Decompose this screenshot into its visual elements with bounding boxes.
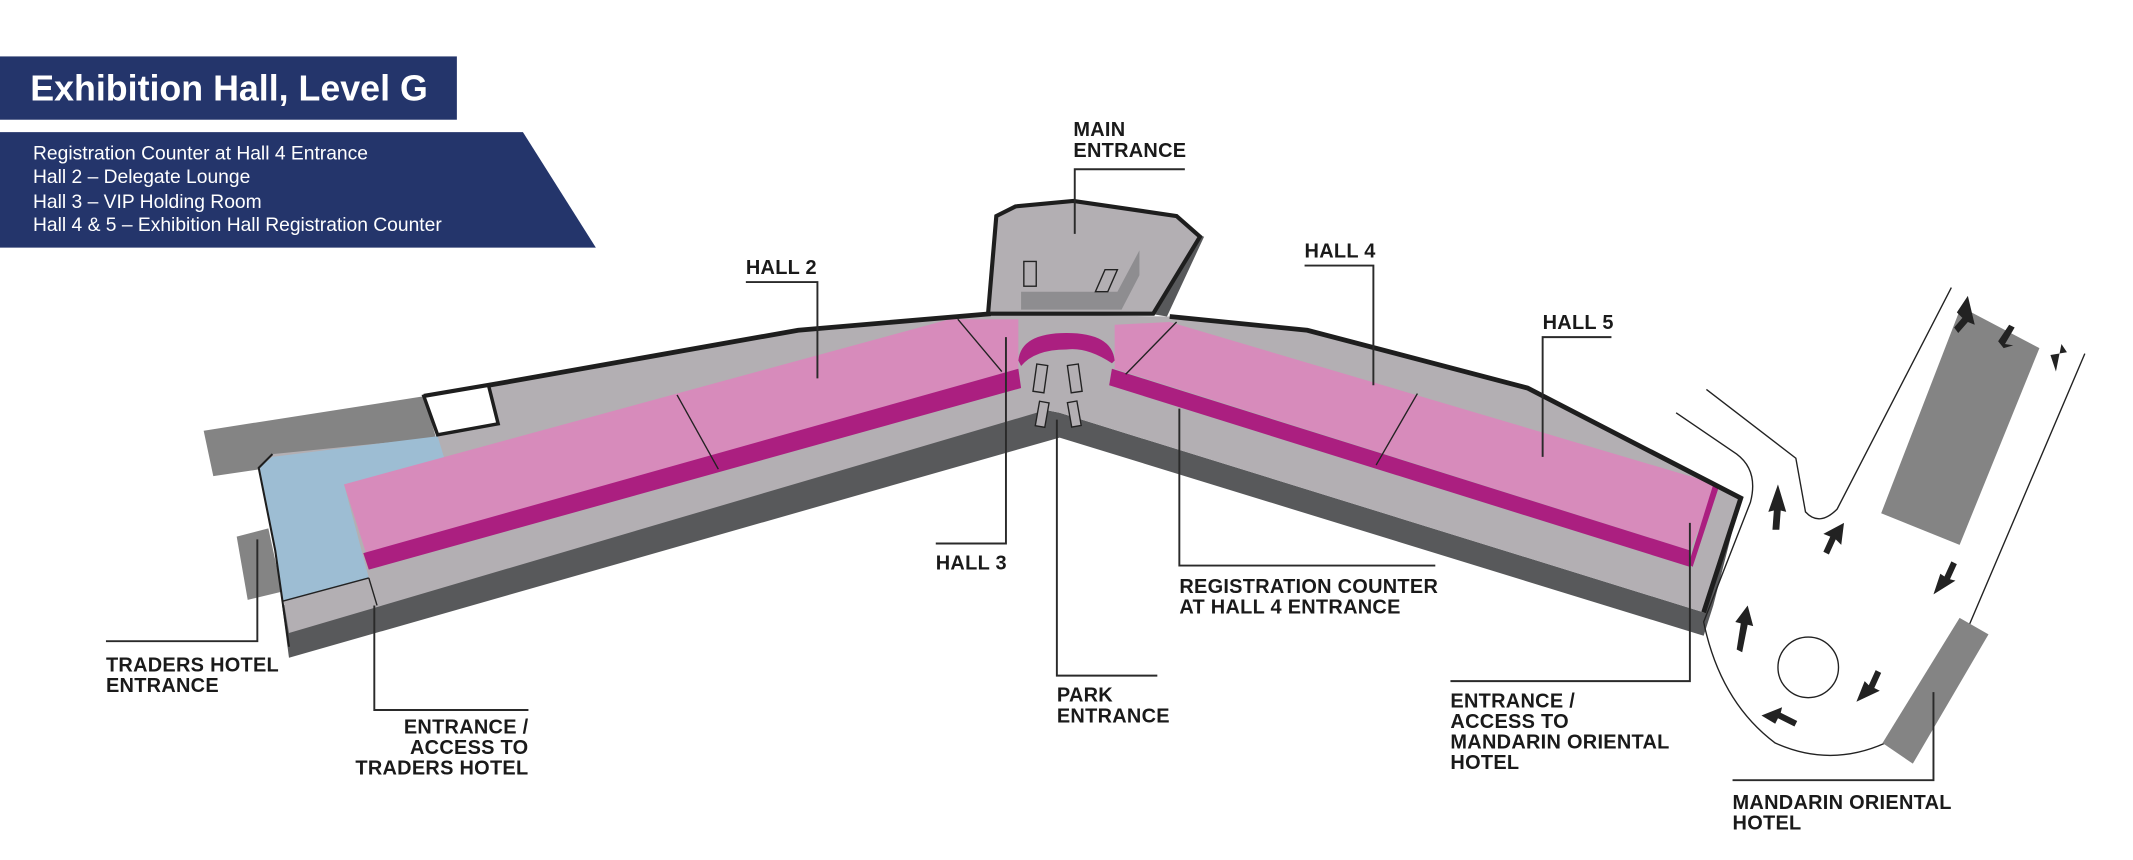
legend-item: Registration Counter at Hall 4 Entrance (33, 144, 368, 165)
arrow-icon (1823, 522, 1845, 555)
label-traders-entrance: TRADERS HOTEL (106, 654, 279, 676)
leader-line (745, 281, 819, 379)
door (1034, 400, 1050, 429)
traffic-arrows (1735, 295, 2067, 727)
leader-line (105, 539, 259, 643)
title-banner: Exhibition Hall, Level G (0, 56, 457, 120)
leader-line (373, 605, 529, 711)
traders-hotel-annex (236, 528, 283, 600)
hall-4-5-area (1114, 321, 1718, 551)
driveway (1675, 287, 2086, 764)
legend-item: Hall 4 & 5 – Exhibition Hall Registratio… (33, 215, 442, 236)
label-hall-4: HALL 4 (1305, 240, 1376, 262)
door (1094, 269, 1119, 293)
label-traders-entrance: ENTRANCE (106, 675, 219, 697)
service-opening (421, 383, 501, 437)
label-access-mandarin: ENTRANCE / (1450, 690, 1575, 712)
door (1023, 260, 1037, 287)
legend-panel: Registration Counter at Hall 4 Entrance … (0, 132, 596, 248)
hall-divider (281, 577, 369, 602)
hall-divider (676, 394, 719, 470)
label-hall-5: HALL 5 (1543, 312, 1614, 334)
hall-2-3-area (344, 319, 1019, 554)
traders-lobby-area (258, 436, 448, 602)
leader-line (1178, 408, 1436, 567)
hall-outer-wall (1169, 314, 1744, 614)
hall-divider (957, 318, 1003, 372)
label-main-entrance: MAIN (1073, 119, 1125, 141)
park-entrance-plaza (1018, 332, 1115, 367)
hall-divider (1375, 393, 1419, 466)
label-access-traders: ACCESS TO (410, 737, 528, 759)
label-access-traders: ENTRANCE / (404, 716, 529, 738)
label-main-entrance: ENTRANCE (1073, 140, 1186, 162)
main-entrance-block (985, 198, 1203, 316)
label-access-mandarin: HOTEL (1450, 752, 1519, 774)
legend-item: Hall 3 – VIP Holding Room (33, 192, 262, 213)
leader-line (935, 337, 1007, 545)
label-mandarin-hotel: MANDARIN ORIENTAL (1733, 792, 1952, 814)
arrow-icon (1768, 484, 1787, 530)
main-entrance-ramp (1021, 250, 1140, 310)
leader-line (1073, 168, 1185, 234)
mandarin-hotel-building (1882, 617, 1989, 764)
leader-line (1304, 264, 1375, 386)
door (1032, 363, 1049, 394)
label-park-entrance: ENTRANCE (1057, 705, 1170, 727)
arrow-icon (2050, 344, 2067, 372)
leader-line (1541, 336, 1612, 457)
label-access-mandarin: MANDARIN ORIENTAL (1450, 732, 1669, 754)
legend-item: Hall 2 – Delegate Lounge (33, 167, 250, 188)
door (1066, 400, 1082, 428)
traders-hotel-building (203, 396, 438, 477)
hall-5-edge (1688, 484, 1719, 567)
label-registration: AT HALL 4 ENTRANCE (1179, 597, 1400, 619)
hall-divider (368, 577, 378, 606)
label-access-mandarin: ACCESS TO (1450, 711, 1568, 733)
label-hall-3: HALL 3 (936, 553, 1007, 575)
arrow-icon (1735, 605, 1754, 653)
roundabout (1777, 636, 1840, 699)
label-park-entrance: PARK (1057, 685, 1113, 707)
leader-line (1055, 419, 1158, 677)
leader-line (1450, 522, 1691, 683)
map-title: Exhibition Hall, Level G (30, 68, 428, 108)
leader-line (1732, 692, 1935, 782)
arrow-icon (1998, 324, 2015, 349)
label-registration: REGISTRATION COUNTER (1179, 576, 1438, 598)
label-hall-2: HALL 2 (746, 257, 817, 279)
label-mandarin-hotel: HOTEL (1733, 813, 1802, 835)
arrow-icon (1954, 295, 1975, 333)
arrow-icon (1856, 670, 1882, 702)
registration-strip-left (363, 368, 1022, 570)
lobby-wall (257, 453, 291, 647)
arrow-icon (1933, 561, 1957, 595)
label-access-traders: TRADERS HOTEL (355, 758, 528, 780)
hall-divider (1125, 321, 1178, 375)
mandarin-hotel-building (1881, 306, 2040, 545)
registration-strip-right (1109, 368, 1690, 567)
door (1066, 363, 1083, 394)
arrow-icon (1761, 707, 1798, 727)
